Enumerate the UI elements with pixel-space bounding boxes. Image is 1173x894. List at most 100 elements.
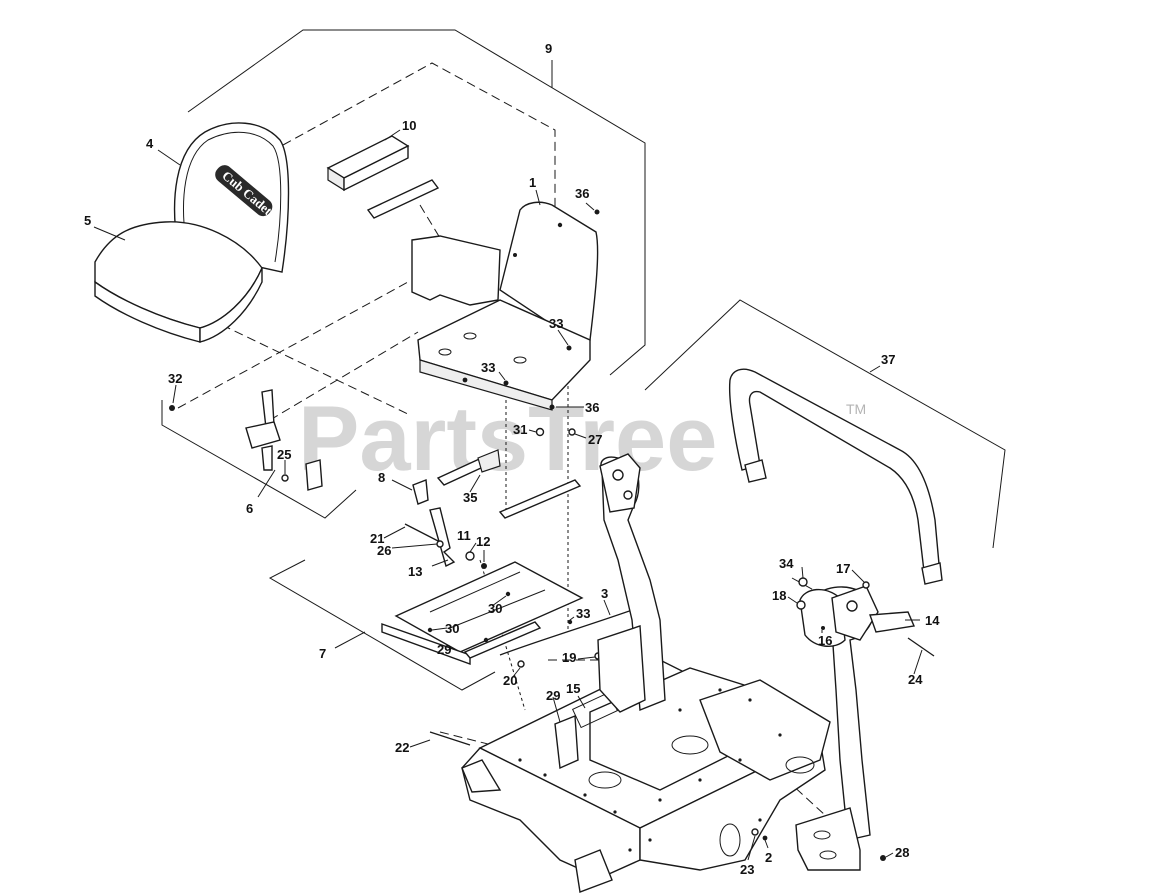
group-7-leader [334,631,366,649]
armrest-pad [326,135,440,219]
bolt-36-upper [594,209,600,215]
callout-23: 23 [740,862,754,877]
bolt-29-plate [483,637,489,643]
callout-28: 28 [895,845,909,860]
leader-27 [574,433,587,439]
leader-10 [384,129,401,141]
rops-bar [728,368,943,585]
leader-15 [577,695,586,709]
leader-33c [569,616,575,621]
callout-26: 26 [377,543,391,558]
leader-13 [431,559,449,567]
bolt-32-assembly-line [177,281,409,409]
leader-17 [851,569,865,583]
callout-33-pan: 33 [481,360,495,375]
callout-30-a: 30 [488,601,502,616]
leader-32 [172,384,177,404]
group-outline-6 [161,400,357,519]
frame [429,659,831,893]
seat-pan-back [499,201,599,341]
washer-27 [568,428,576,436]
callout-4: 4 [146,136,154,151]
callout-20: 20 [503,673,517,688]
callout-35: 35 [463,490,477,505]
rops-left-pivot-hole-a [612,469,624,481]
lever-arm-13 [429,507,456,568]
leader-8 [391,479,413,491]
leader-33a [557,329,569,346]
callout-leaders [93,129,923,861]
leader-34 [801,566,804,579]
armrest-bracket [366,179,440,219]
watermark-trademark: TM [846,401,866,417]
frame-cutout-d [785,756,815,774]
leader-28 [885,852,894,858]
callout-29-frame: 29 [546,688,560,703]
bolt-24 [907,637,935,657]
seat-pan [411,201,599,411]
rops-base-plate [795,807,861,871]
group-6-leader [257,469,276,498]
armrest-pad-side [343,144,409,192]
group-outline-9 [187,29,646,376]
callout-27: 27 [588,432,602,447]
group-outline-7 [268,559,496,691]
spacer-11 [465,551,475,561]
seat-pan-slot-b [463,332,477,340]
callout-7: 7 [319,646,326,661]
nut-12 [481,563,487,569]
leader-3 [603,599,611,616]
clip-20 [517,660,525,668]
leader-5 [93,226,126,241]
bolt-30-b [427,627,433,633]
callout-labels: 1 2 3 4 5 6 7 8 9 10 11 12 13 14 15 16 1… [84,41,940,877]
frame-leg-left [574,849,613,893]
seat-adjust-lever [404,479,487,569]
seat-pan-hole-2 [513,253,517,257]
seat-cushion [94,221,263,343]
leader-22 [409,739,431,748]
callout-3: 3 [601,586,608,601]
callout-25: 25 [277,447,291,462]
seat-rails [436,209,600,519]
leader-26 [391,543,438,549]
leader-11 [469,542,477,553]
watermark: PartsTree TM [298,388,866,490]
callout-37: 37 [881,352,895,367]
rops-left-mount-plate [597,625,646,713]
seat-belt [169,389,323,491]
rops-base-slot-b [819,850,837,860]
bracket-assembly-line [419,204,441,239]
washer-26 [436,540,444,548]
leader-23 [747,835,756,861]
callout-8: 8 [378,470,385,485]
leader-31 [528,429,537,433]
callout-30-b: 30 [445,621,459,636]
callout-21: 21 [370,531,384,546]
callout-16: 16 [818,633,832,648]
seat-pan-slot-a [438,348,452,356]
rops-bar-tube [728,368,941,581]
rops-left-upright [597,453,666,713]
leader-1 [535,189,541,206]
seat-mount-bar [463,621,542,659]
leader-29b [552,696,561,723]
seat-side-bracket [411,235,501,306]
frame-cutout-b [588,771,622,789]
rops-left-pivot-hole-b [623,490,633,500]
bolt-30-a [505,591,511,597]
bolt-36-lower [549,404,555,410]
nut-33-seat [566,345,572,351]
seat-pan-slot-c [513,356,527,364]
leader-4 [157,149,181,166]
seat-mount-plate [381,561,584,665]
seat-pan-hole [557,222,563,228]
callout-33-seat: 33 [549,316,563,331]
leader-20 [511,667,521,679]
frame-cutout-c [719,823,741,857]
leader-33b [498,371,506,381]
frame-cutout-a [671,735,709,755]
seat-mount-plate-top [394,561,584,653]
callout-34: 34 [779,556,794,571]
callout-24: 24 [908,672,923,687]
